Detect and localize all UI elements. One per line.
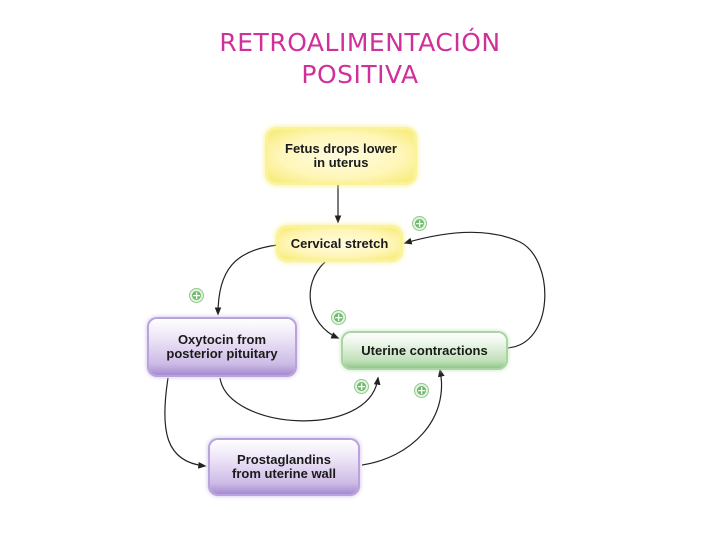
arrow-uterine-to-cervical bbox=[403, 231, 546, 349]
arrow-oxytocin-to-uterine bbox=[219, 376, 381, 422]
uterine-contractions-node: Uterine contractions bbox=[343, 333, 506, 368]
arrow-cervical-to-uterine bbox=[309, 261, 340, 339]
arrow-cervical-to-oxytocin bbox=[214, 244, 279, 316]
page-title-line-1: RETROALIMENTACIÓN bbox=[219, 28, 501, 57]
cervical-stretch-node: Cervical stretch bbox=[279, 228, 400, 259]
positive-sign-icon: + bbox=[355, 380, 368, 393]
positive-sign-icon: + bbox=[415, 384, 428, 397]
arrow-oxytocin-to-prostaglandins bbox=[164, 377, 207, 469]
arrow-prostaglandins-to-uterine bbox=[361, 368, 445, 466]
positive-sign-icon: + bbox=[332, 311, 345, 324]
page-title-line-2: POSITIVA bbox=[301, 60, 419, 89]
positive-sign-icon: + bbox=[413, 217, 426, 230]
fetus-drops-node: Fetus drops lower in uterus bbox=[268, 130, 414, 182]
prostaglandins-node: Prostaglandins from uterine wall bbox=[210, 440, 358, 494]
oxytocin-node: Oxytocin from posterior pituitary bbox=[149, 319, 295, 375]
positive-sign-icon: + bbox=[190, 289, 203, 302]
